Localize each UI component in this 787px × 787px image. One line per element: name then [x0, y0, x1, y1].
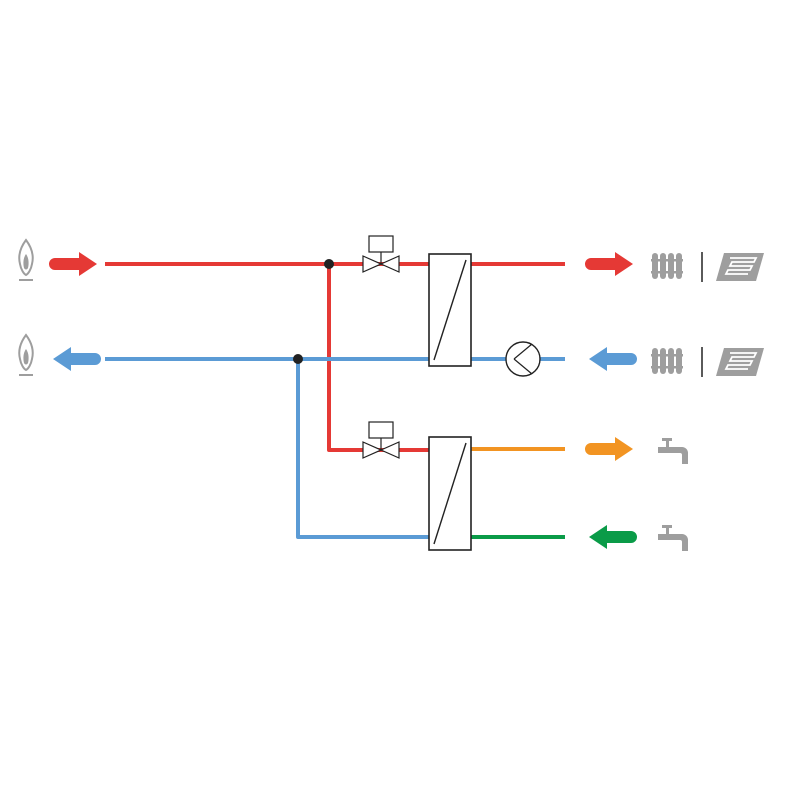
- floor-heating-icon: [716, 253, 764, 281]
- heat-exchanger-icon: [428, 436, 472, 551]
- motorized-valve-icon: [362, 421, 400, 459]
- hot-water-arrow-right-icon: [585, 437, 633, 461]
- heat-exchanger-icon: [428, 253, 472, 367]
- heating-supply-arrow-right-icon: [585, 252, 633, 276]
- gas-flame-icon: [18, 333, 34, 376]
- radiator-icon: [651, 253, 683, 279]
- circulation-pump-icon: [505, 341, 541, 377]
- return-pipe-branch: [296, 359, 430, 539]
- tap-icon: [658, 525, 688, 551]
- return-junction-dot: [293, 354, 303, 364]
- radiator-icon: [651, 348, 683, 374]
- floor-heating-icon: [716, 348, 764, 376]
- supply-arrow-right-icon: [49, 252, 97, 276]
- return-arrow-left-icon: [53, 347, 101, 371]
- gas-flame-icon: [18, 238, 34, 281]
- pipes: [105, 262, 565, 539]
- supply-junction-dot: [324, 259, 334, 269]
- motorized-valve-icon: [362, 235, 400, 273]
- heating-return-arrow-left-icon: [589, 347, 637, 371]
- cold-water-arrow-left-icon: [589, 525, 637, 549]
- tap-icon: [658, 438, 688, 464]
